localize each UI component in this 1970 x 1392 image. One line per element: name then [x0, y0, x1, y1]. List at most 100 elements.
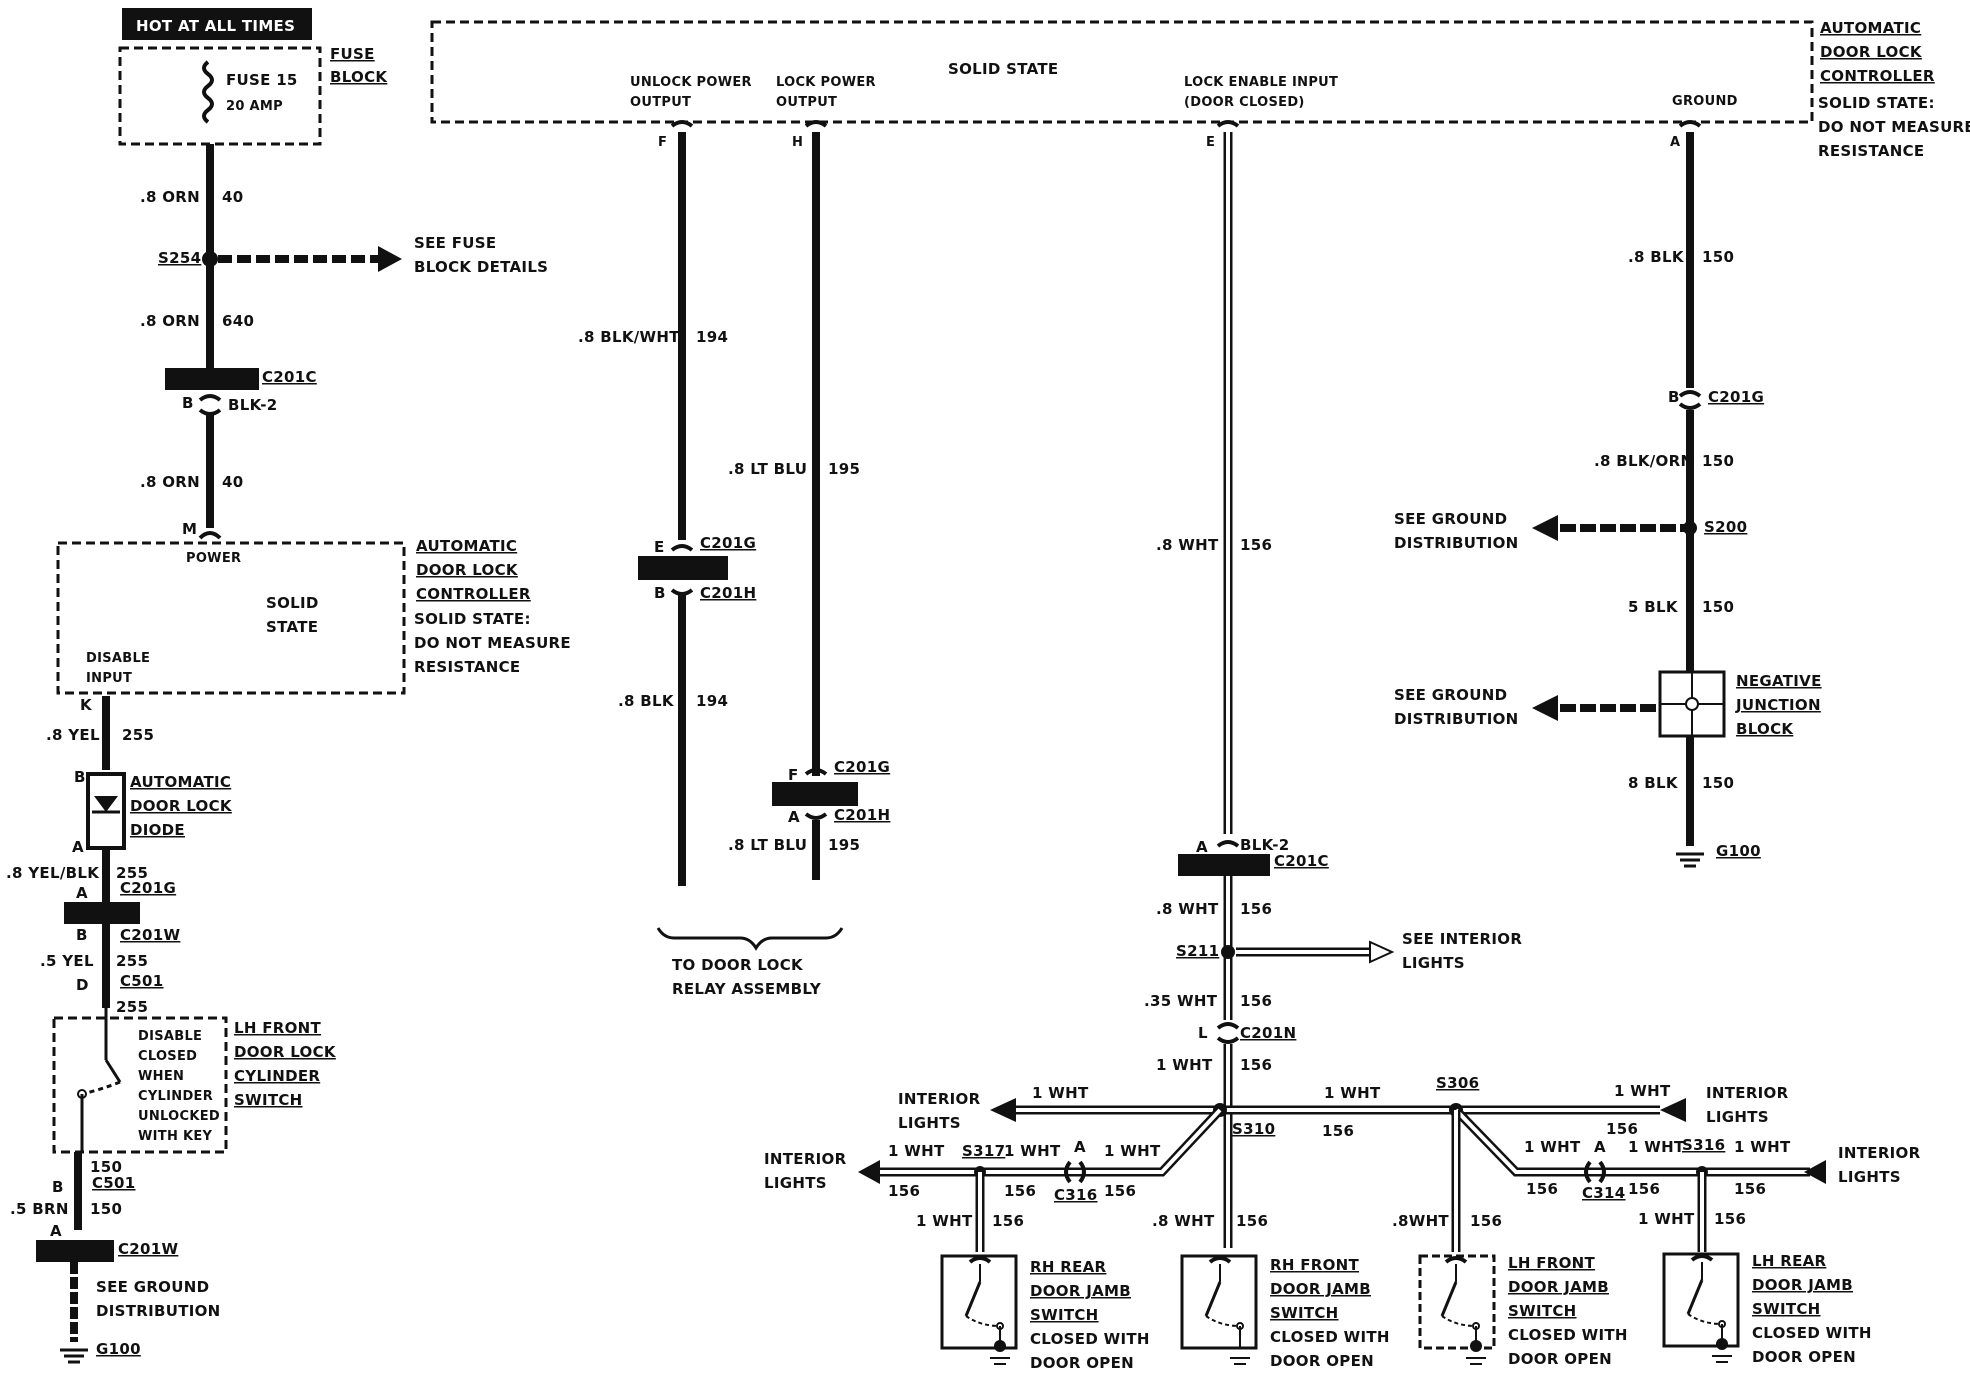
tc-solid-state: SOLID STATE [948, 60, 1058, 78]
c314-connector-icon [1584, 1160, 1606, 1184]
d2-size: .8 WHT [1152, 1212, 1215, 1230]
s306-label: S306 [1436, 1074, 1479, 1092]
d2-circ: 156 [1236, 1212, 1268, 1230]
f2-size: .8 BLK [618, 692, 675, 710]
js2-l3: SWITCH [1270, 1304, 1339, 1322]
tc-ground: GROUND [1672, 94, 1738, 109]
gc-circuit: 150 [1702, 598, 1734, 616]
njb-2: JUNCTION [1735, 696, 1821, 714]
d1-size: 1 WHT [916, 1212, 973, 1230]
arrow-left-icon-2 [1532, 695, 1558, 721]
lc-title-2: DOOR LOCK [416, 561, 519, 579]
d4-circ: 156 [1714, 1210, 1746, 1228]
lc-note-3: RESISTANCE [414, 658, 520, 676]
js1-l1: RH REAR [1030, 1258, 1107, 1276]
sw-title-4: SWITCH [234, 1091, 303, 1109]
fuse-symbol-icon [202, 60, 214, 124]
c314-label: C314 [1582, 1184, 1626, 1202]
js2-l2: DOOR JAMB [1270, 1280, 1371, 1298]
d1-circ: 156 [992, 1212, 1024, 1230]
pin-e: E [1206, 135, 1215, 150]
d3-circ: 156 [1470, 1212, 1502, 1230]
gd-size: 8 BLK [1628, 774, 1679, 792]
lc-note-1: SOLID STATE: [414, 610, 531, 628]
js3-l1: LH FRONT [1508, 1254, 1596, 1272]
sw-title-3: CYLINDER [234, 1067, 320, 1085]
bus-wht-1: 1 WHT [1032, 1084, 1089, 1102]
c201c-label: C201C [262, 368, 317, 386]
diode-pin-b: B [74, 768, 86, 786]
see-gnd-2: DISTRIBUTION [1394, 534, 1519, 552]
tc-unlock-2: OUTPUT [630, 95, 691, 110]
il2-2: LIGHTS [1706, 1108, 1769, 1126]
relay-brace [656, 927, 844, 951]
connector-c201c-center [1178, 854, 1270, 876]
g100-right: G100 [1716, 842, 1761, 860]
lc-solid-2: STATE [266, 618, 318, 636]
fuse-15-label: FUSE 15 [226, 71, 298, 89]
il2-1: INTERIOR [1706, 1084, 1789, 1102]
w1-size: .8 ORN [140, 188, 200, 206]
connector-c201g-left [64, 902, 140, 924]
arrow-left-int-lights [990, 1098, 1016, 1122]
gd-circuit: 150 [1702, 774, 1734, 792]
c201g-e-pin: E [654, 538, 665, 556]
e2-size: .8 WHT [1156, 900, 1219, 918]
gb-circuit: 150 [1702, 452, 1734, 470]
see-fuse-1: SEE FUSE [414, 234, 496, 252]
c201g-f: C201G [834, 758, 890, 776]
w9-size: .5 BRN [10, 1200, 69, 1218]
c201w-pin: B [76, 926, 88, 944]
tc-lock-1: LOCK POWER [776, 75, 876, 90]
js2-l1: RH FRONT [1270, 1256, 1360, 1274]
rb-wht-1: 1 WHT [1524, 1138, 1581, 1156]
fuse-block-title-1: FUSE [330, 45, 375, 63]
top-controller: SOLID STATE UNLOCK POWER OUTPUT LOCK POW… [430, 19, 1970, 160]
lb-wht-3: 1 WHT [1104, 1142, 1161, 1160]
connector-c201w-lower [36, 1240, 114, 1262]
c201g-e: C201G [700, 534, 756, 552]
e-size: .8 WHT [1156, 536, 1219, 554]
pin-h: H [792, 135, 803, 150]
w2-size: .8 ORN [140, 312, 200, 330]
jamb-switch-lh-front: LH FRONT DOOR JAMB SWITCH CLOSED WITH DO… [1418, 1254, 1627, 1368]
w5-size: .8 YEL/BLK [6, 864, 100, 882]
lb-156-3: 156 [1104, 1182, 1136, 1200]
pin-a: A [1670, 135, 1680, 150]
js3-l2: DOOR JAMB [1508, 1278, 1609, 1296]
s310-label: S310 [1232, 1120, 1275, 1138]
js4-l1: LH REAR [1752, 1252, 1827, 1270]
diode-title-3: DIODE [130, 821, 185, 839]
h2-size: .8 LT BLU [728, 836, 807, 854]
arrow-left-int-lights-2 [858, 1160, 880, 1184]
see-int-2: LIGHTS [1402, 954, 1465, 972]
ground-icon-right [1676, 852, 1704, 868]
s316-label: S316 [1682, 1136, 1725, 1154]
c501-label: C501 [120, 972, 164, 990]
s211-label: S211 [1176, 942, 1219, 960]
c201w2-pin: A [50, 1222, 62, 1240]
ga-circuit: 150 [1702, 248, 1734, 266]
tc-title-2: DOOR LOCK [1820, 43, 1923, 61]
s317-label: S317 [962, 1142, 1005, 1160]
sw-text-2: CLOSED [138, 1049, 197, 1064]
s200-label: S200 [1704, 518, 1747, 536]
relay-circuit: .8 BLK/WHT 194 E C201G B C201H .8 BLK 19… [578, 120, 890, 998]
d4-size: 1 WHT [1638, 1210, 1695, 1228]
ec201c-blk: BLK-2 [1240, 836, 1289, 854]
lc-disable-2: INPUT [86, 671, 132, 686]
relay-label-2: RELAY ASSEMBLY [672, 980, 822, 998]
c201h-b-pin: B [654, 584, 666, 602]
c501b-pin: B [52, 1178, 64, 1196]
left-circuit: HOT AT ALL TIMES FUSE 15 20 AMP FUSE BLO… [6, 8, 571, 1364]
arrow-left-int-lights-3 [1804, 1160, 1826, 1184]
w4-circuit: 255 [122, 726, 154, 744]
bus-156-1: 156 [1322, 1122, 1354, 1140]
switch-icon [964, 1281, 982, 1317]
w8-circuit: 150 [90, 1158, 122, 1176]
switch-blade-icon [104, 1059, 122, 1083]
see-ground-1: SEE GROUND [96, 1278, 209, 1296]
js3-l3: SWITCH [1508, 1302, 1577, 1320]
g100-left: G100 [96, 1340, 141, 1358]
w7-circuit: 255 [116, 998, 148, 1016]
